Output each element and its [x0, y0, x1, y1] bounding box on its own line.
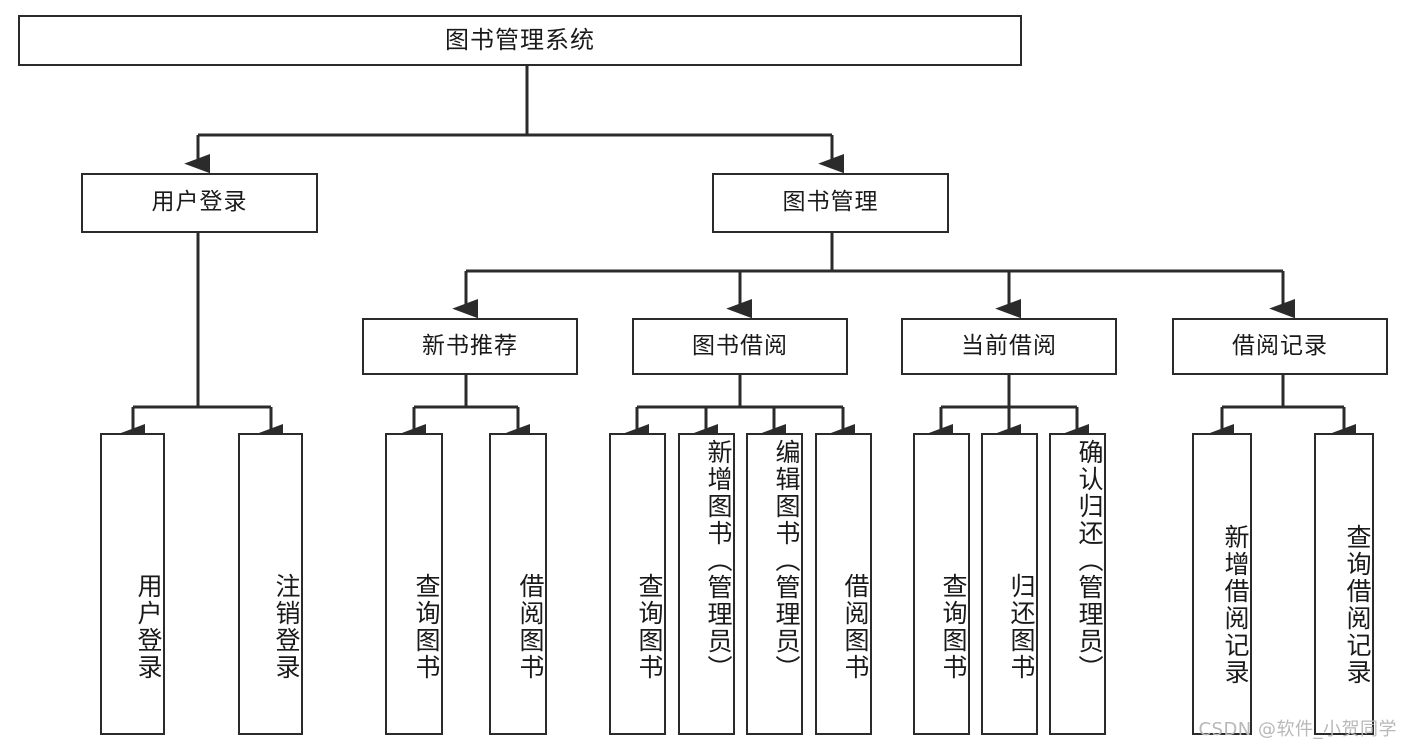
node-borrow-record-label: 借阅记录	[1232, 332, 1328, 359]
node-borrow-record[interactable]: 借阅记录	[1172, 318, 1388, 375]
node-book-borrow-label: 图书借阅	[692, 332, 788, 359]
node-leaf-query-book-1-label: 查询图书	[412, 573, 441, 681]
node-leaf-add-record[interactable]: 新增借阅记录	[1192, 433, 1252, 735]
node-leaf-query-record-label: 查询借阅记录	[1343, 524, 1372, 686]
node-leaf-query-book-3-label: 查询图书	[939, 573, 968, 681]
node-leaf-query-book-1[interactable]: 查询图书	[385, 433, 443, 735]
node-user-login[interactable]: 用户登录	[81, 173, 318, 233]
node-leaf-query-book-3[interactable]: 查询图书	[913, 433, 970, 735]
node-leaf-edit-book[interactable]: 编辑图书（管理员）	[746, 433, 803, 735]
node-book-borrow[interactable]: 图书借阅	[632, 318, 848, 375]
node-leaf-query-book-2[interactable]: 查询图书	[609, 433, 666, 735]
node-leaf-logout-label: 注销登录	[272, 573, 301, 681]
node-root[interactable]: 图书管理系统	[18, 15, 1022, 66]
node-leaf-query-book-2-label: 查询图书	[635, 573, 664, 681]
node-new-book-rec-label: 新书推荐	[422, 332, 518, 359]
node-leaf-add-book[interactable]: 新增图书（管理员）	[678, 433, 735, 735]
node-leaf-confirm-return-label: 确认归还（管理员）	[1075, 439, 1104, 682]
node-leaf-user-login[interactable]: 用户登录	[100, 433, 165, 735]
node-leaf-edit-book-label: 编辑图书（管理员）	[772, 439, 801, 682]
node-root-label: 图书管理系统	[445, 26, 595, 55]
node-leaf-confirm-return[interactable]: 确认归还（管理员）	[1049, 433, 1106, 735]
node-leaf-borrow-book-1-label: 借阅图书	[516, 573, 545, 681]
node-user-login-label: 用户登录	[151, 189, 248, 216]
node-leaf-borrow-book-1[interactable]: 借阅图书	[489, 433, 547, 735]
watermark-text: CSDN @软件_小贺同学	[1198, 719, 1397, 740]
node-current-borrow[interactable]: 当前借阅	[901, 318, 1117, 375]
node-leaf-borrow-book-2-label: 借阅图书	[841, 573, 870, 681]
node-book-manage[interactable]: 图书管理	[712, 173, 949, 233]
node-current-borrow-label: 当前借阅	[961, 332, 1057, 359]
node-new-book-rec[interactable]: 新书推荐	[362, 318, 578, 375]
node-leaf-user-login-label: 用户登录	[134, 573, 163, 681]
node-leaf-logout[interactable]: 注销登录	[238, 433, 303, 735]
node-leaf-add-book-label: 新增图书（管理员）	[704, 439, 733, 682]
node-leaf-return-book[interactable]: 归还图书	[981, 433, 1038, 735]
node-leaf-borrow-book-2[interactable]: 借阅图书	[815, 433, 872, 735]
node-leaf-return-book-label: 归还图书	[1007, 573, 1036, 681]
node-book-manage-label: 图书管理	[782, 189, 879, 216]
node-leaf-query-record[interactable]: 查询借阅记录	[1314, 433, 1374, 735]
node-leaf-add-record-label: 新增借阅记录	[1221, 524, 1250, 686]
